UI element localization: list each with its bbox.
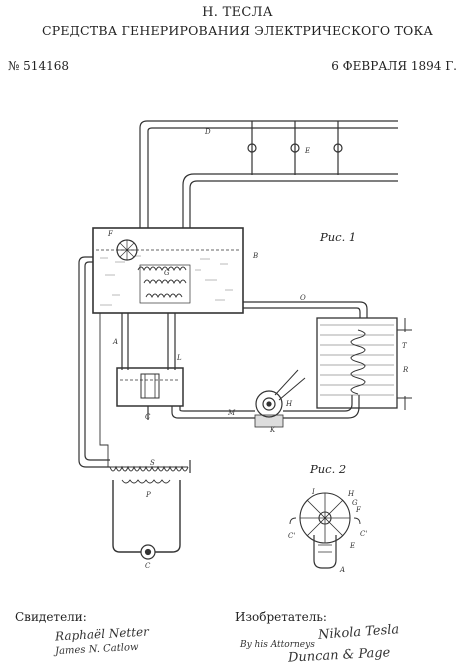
witnesses-label: Свидетели:	[15, 610, 87, 624]
label-p: P	[145, 491, 151, 499]
lamp-circuit	[247, 121, 343, 175]
inventor-label: Изобретатель:	[235, 610, 327, 624]
figure-1-caption: Рис. 1	[320, 230, 357, 244]
label-d: D	[204, 128, 211, 136]
label-b: B	[252, 252, 258, 260]
label-o: O	[300, 294, 306, 302]
attorneys-prefix: By his Attorneys	[240, 640, 315, 650]
label-i: I	[311, 488, 315, 496]
conduit-upper-outer	[182, 173, 398, 228]
label-f2: F	[355, 506, 362, 514]
conduit-upper-inner	[189, 180, 398, 228]
fig1-letter-labels: D E B F G A L C H K M O T R S P C	[107, 128, 409, 570]
label-c: C	[145, 413, 151, 421]
conduit-d-outer	[139, 120, 398, 135]
label-t: T	[402, 342, 408, 350]
label-c-right: C'	[360, 530, 367, 538]
patent-title: СРЕДСТВА ГЕНЕРИРОВАНИЯ ЭЛЕКТРИЧЕСКОГО ТО…	[41, 23, 434, 38]
label-m: M	[227, 409, 236, 417]
label-k: K	[269, 426, 276, 434]
patent-author: Н. ТЕСЛА	[202, 5, 273, 20]
fig2-letter-labels: I H G F C' C' E A	[288, 488, 367, 574]
label-g: G	[164, 269, 170, 277]
conduit-d-inner	[147, 127, 398, 135]
label-c-left: C'	[288, 532, 295, 540]
label-e2: E	[349, 542, 355, 550]
patent-number: № 514168	[8, 59, 69, 73]
fig2-drawing	[289, 492, 361, 569]
patent-date: 6 ФЕВРАЛЯ 1894 Г.	[331, 59, 457, 73]
label-a: A	[112, 338, 118, 346]
label-h: H	[285, 400, 293, 408]
figure-2-caption: Рис. 2	[310, 462, 347, 476]
fig1-drawing	[78, 120, 412, 560]
label-s: S	[150, 459, 155, 467]
label-g2: G	[352, 499, 358, 507]
generator-box	[116, 367, 184, 407]
label-a2: A	[339, 566, 345, 574]
label-l: L	[176, 354, 182, 362]
heat-exchanger	[316, 317, 398, 409]
label-c2: C	[145, 562, 151, 570]
label-r: R	[402, 366, 409, 374]
label-h2: H	[347, 490, 355, 498]
label-f: F	[107, 230, 114, 238]
label-e: E	[304, 147, 310, 155]
